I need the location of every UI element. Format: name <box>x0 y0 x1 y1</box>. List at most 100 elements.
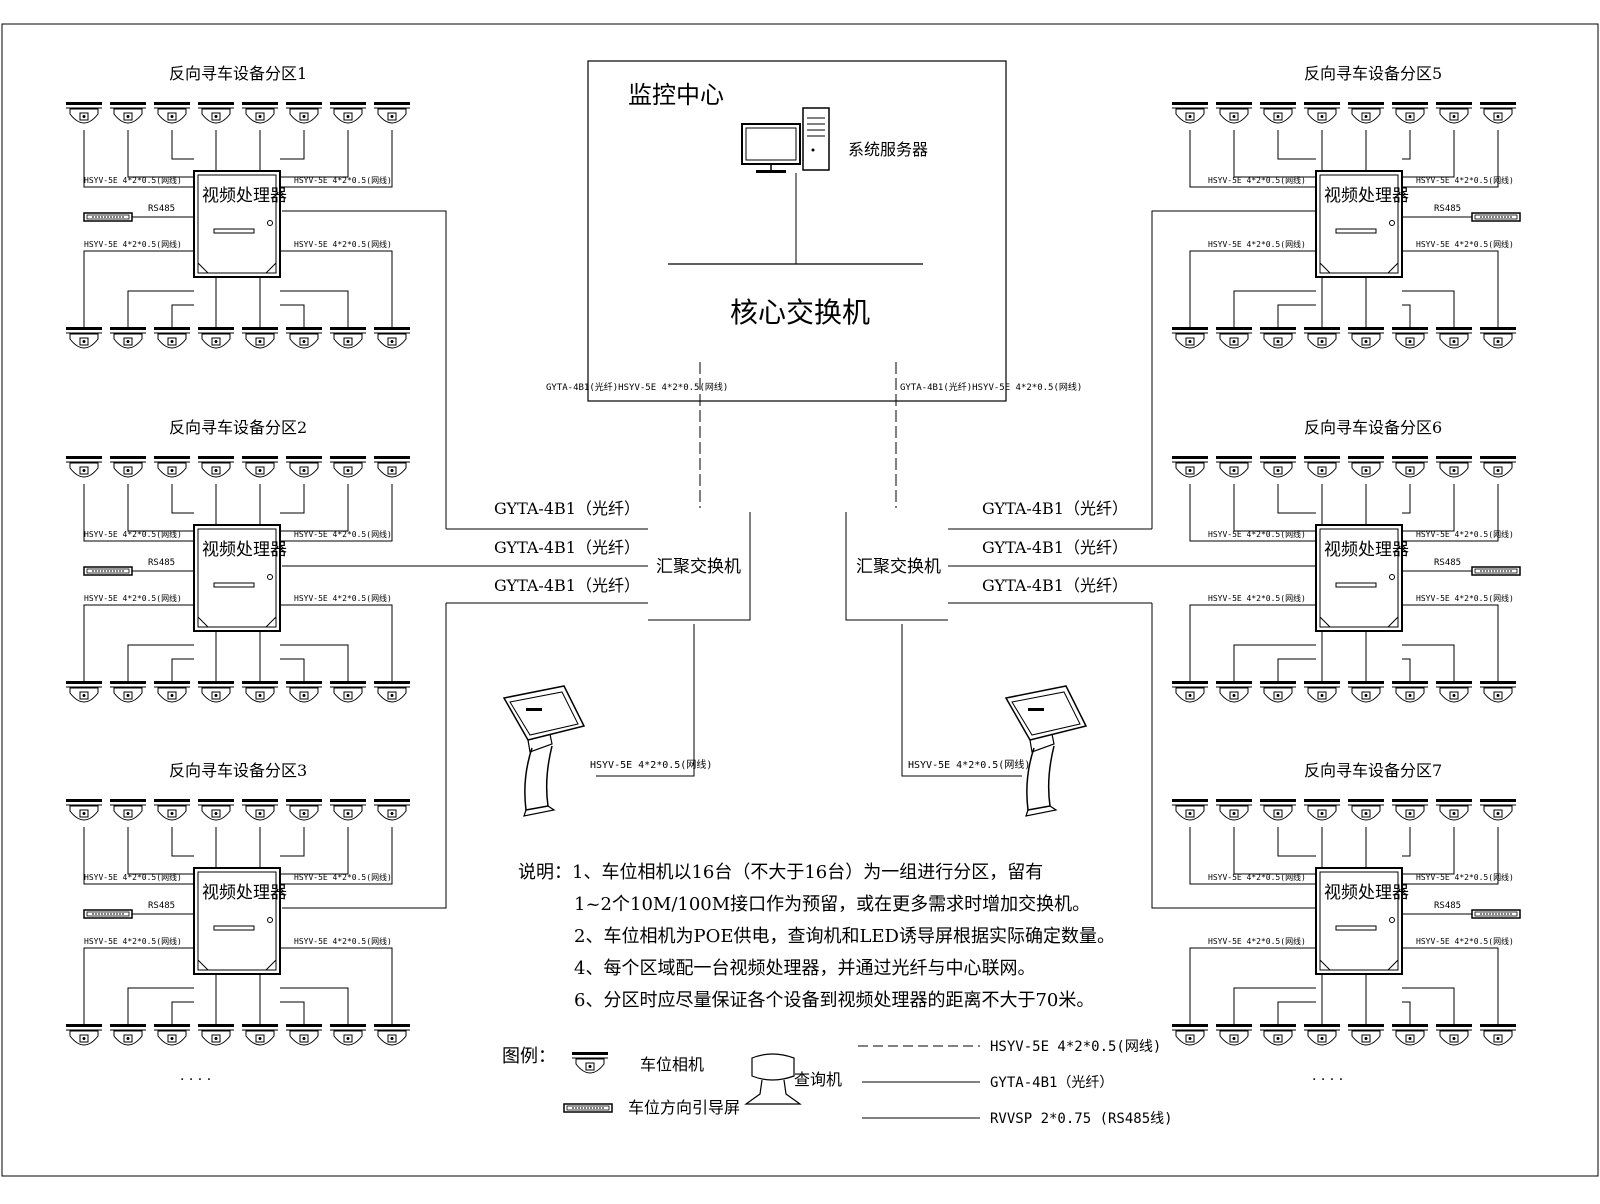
parking-camera-icon <box>329 101 367 124</box>
core-switch-label: 核心交换机 <box>730 296 870 329</box>
zone-cable-label-top-left: HSYV-5E 4*2*0.5(网线) <box>1208 175 1306 185</box>
zone-5: 反向寻车设备分区6 视频处理器 HSYV-5E 4*2*0.5(网线) HSYV-5E… <box>1171 418 1521 703</box>
left-uplink-cable-label: GYTA-4B1(光纤)HSYV-5E 4*2*0.5(网线) <box>546 381 728 393</box>
legend-screen-icon <box>563 1103 613 1113</box>
zone-cable-label-bottom-right: HSYV-5E 4*2*0.5(网线) <box>294 239 392 249</box>
parking-camera-icon <box>373 798 411 821</box>
parking-camera-icon <box>241 680 279 703</box>
parking-camera-icon <box>153 455 191 478</box>
guidance-screen-icon <box>1471 566 1521 576</box>
parking-camera-icon <box>1303 680 1341 703</box>
parking-camera-icon <box>1347 680 1385 703</box>
legend: 图例： 车位相机 车位方向引导屏 查询机 HSYV-5E 4*2*0.5(网线)… <box>502 1039 1173 1127</box>
legend-camera-label: 车位相机 <box>640 1055 704 1074</box>
parking-camera-icon <box>1391 455 1429 478</box>
zone-cable-label-bottom-left: HSYV-5E 4*2*0.5(网线) <box>1208 239 1306 249</box>
server-tower-icon <box>802 107 830 171</box>
parking-camera-icon <box>1215 1023 1253 1046</box>
zone-cable-label-top-right: HSYV-5E 4*2*0.5(网线) <box>294 175 392 185</box>
video-processor-label: 视频处理器 <box>202 883 287 903</box>
parking-camera-icon <box>1435 680 1473 703</box>
legend-rs485-line-label: RVVSP 2*0.75 (RS485线) <box>990 1111 1173 1127</box>
video-processor-label: 视频处理器 <box>1324 540 1409 560</box>
parking-camera-icon <box>109 326 147 349</box>
parking-camera-icon <box>1479 455 1517 478</box>
parking-camera-icon <box>1259 455 1297 478</box>
legend-fiber-line-label: GYTA-4B1（光纤） <box>990 1075 1113 1091</box>
monitor-center-title: 监控中心 <box>628 81 724 109</box>
video-processor-label: 视频处理器 <box>1324 883 1409 903</box>
parking-camera-icon <box>1391 680 1429 703</box>
notes: 说明：1、车位相机以16台（不大于16台）为一组进行分区，留有 1~2个10M/… <box>518 862 1115 1011</box>
parking-camera-icon <box>329 326 367 349</box>
parking-camera-icon <box>109 1023 147 1046</box>
zone-title: 反向寻车设备分区6 <box>1304 418 1442 437</box>
parking-camera-icon <box>285 1023 323 1046</box>
parking-camera-icon <box>1259 1023 1297 1046</box>
rs485-label: RS485 <box>148 558 175 568</box>
parking-camera-icon <box>1479 326 1517 349</box>
parking-camera-icon <box>65 798 103 821</box>
parking-camera-icon <box>329 455 367 478</box>
rs485-label: RS485 <box>148 901 175 911</box>
right-kiosk-icon <box>1005 685 1087 817</box>
zone-cable-label-bottom-left: HSYV-5E 4*2*0.5(网线) <box>84 593 182 603</box>
parking-camera-icon <box>65 1023 103 1046</box>
right-kiosk-cable-label: HSYV-5E 4*2*0.5(网线) <box>908 758 1030 771</box>
guidance-screen-icon <box>1471 909 1521 919</box>
parking-camera-icon <box>1303 455 1341 478</box>
guidance-screen-icon <box>83 566 133 576</box>
video-processor-label: 视频处理器 <box>202 540 287 560</box>
right-uplink-cable-label: GYTA-4B1(光纤)HSYV-5E 4*2*0.5(网线) <box>900 381 1082 393</box>
right-fiber-label-3: GYTA-4B1（光纤） <box>982 576 1128 595</box>
zone-cable-label-bottom-left: HSYV-5E 4*2*0.5(网线) <box>1208 593 1306 603</box>
rs485-label: RS485 <box>1434 901 1461 911</box>
parking-camera-icon <box>1303 101 1341 124</box>
parking-camera-icon <box>153 680 191 703</box>
zone-cable-label-top-left: HSYV-5E 4*2*0.5(网线) <box>1208 529 1306 539</box>
parking-camera-icon <box>1479 680 1517 703</box>
zone-title: 反向寻车设备分区5 <box>1304 64 1442 83</box>
video-processor-label: 视频处理器 <box>1324 186 1409 206</box>
parking-camera-icon <box>1347 455 1385 478</box>
parking-camera-icon <box>109 455 147 478</box>
sheet-border <box>1 23 1599 1177</box>
parking-camera-icon <box>1171 680 1209 703</box>
parking-camera-icon <box>1435 798 1473 821</box>
parking-camera-icon <box>285 455 323 478</box>
parking-camera-icon <box>1171 326 1209 349</box>
parking-camera-icon <box>109 101 147 124</box>
left-fiber-label-3: GYTA-4B1（光纤） <box>494 576 640 595</box>
rs485-label: RS485 <box>1434 204 1461 214</box>
parking-camera-icon <box>65 680 103 703</box>
parking-camera-icon <box>153 326 191 349</box>
zone-cable-label-bottom-right: HSYV-5E 4*2*0.5(网线) <box>294 593 392 603</box>
zone-cable-label-bottom-left: HSYV-5E 4*2*0.5(网线) <box>84 936 182 946</box>
parking-camera-icon <box>1391 326 1429 349</box>
parking-camera-icon <box>285 101 323 124</box>
parking-camera-icon <box>1391 1023 1429 1046</box>
parking-camera-icon <box>1303 798 1341 821</box>
zone-cable-label-top-right: HSYV-5E 4*2*0.5(网线) <box>1416 529 1514 539</box>
parking-camera-icon <box>241 326 279 349</box>
parking-camera-icon <box>1215 326 1253 349</box>
aggregation-left: 汇聚交换机 GYTA-4B1（光纤） GYTA-4B1（光纤） GYTA-4B1… <box>282 499 751 817</box>
parking-camera-icon <box>109 798 147 821</box>
parking-camera-icon <box>373 455 411 478</box>
zone-title: 反向寻车设备分区3 <box>169 761 307 780</box>
note-line-2: 1~2个10M/100M接口作为预留，或在更多需求时增加交换机。 <box>574 894 1090 915</box>
parking-camera-icon <box>1347 326 1385 349</box>
zone-cable-label-bottom-left: HSYV-5E 4*2*0.5(网线) <box>84 239 182 249</box>
legend-title: 图例： <box>502 1046 556 1067</box>
legend-screen-label: 车位方向引导屏 <box>628 1098 740 1117</box>
parking-camera-icon <box>1171 455 1209 478</box>
parking-camera-icon <box>1171 1023 1209 1046</box>
parking-camera-icon <box>197 101 235 124</box>
parking-camera-icon <box>197 1023 235 1046</box>
left-continuation-dots: · · · · <box>180 1072 211 1088</box>
parking-camera-icon <box>1215 798 1253 821</box>
right-aggregation-switch-label: 汇聚交换机 <box>856 557 941 577</box>
parking-camera-icon <box>197 680 235 703</box>
